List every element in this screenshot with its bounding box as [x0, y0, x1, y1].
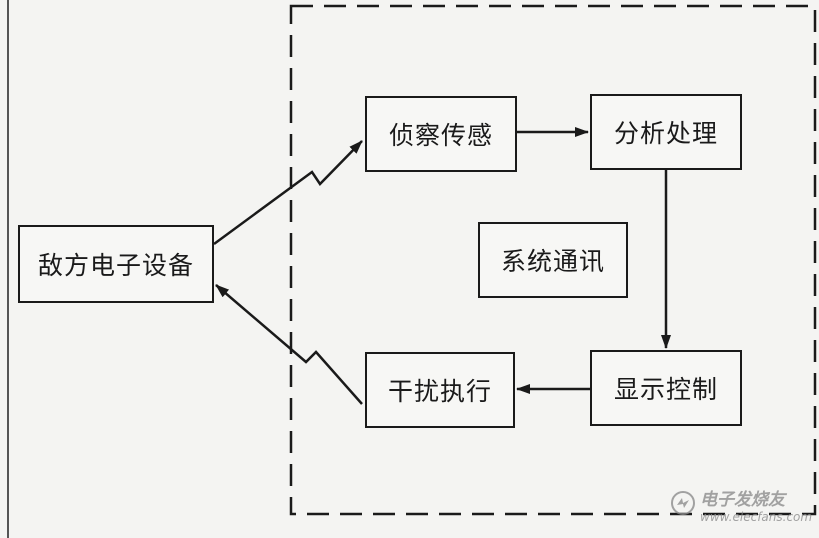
watermark-cn: 电子发烧友 — [700, 490, 785, 510]
watermark-logo-icon — [671, 491, 695, 515]
arrow-enemy-to-recon — [213, 140, 363, 246]
box-jamming-execution: 干扰执行 — [365, 352, 515, 428]
box-enemy-device: 敌方电子设备 — [18, 225, 214, 303]
box-enemy-device-label: 敌方电子设备 — [37, 251, 194, 280]
box-recon-sensing: 侦察传感 — [365, 96, 517, 172]
box-analysis-processing: 分析处理 — [590, 94, 742, 170]
watermark: 电子发烧友 www.elecfans.com — [671, 490, 813, 524]
box-display-control: 显示控制 — [590, 350, 742, 426]
box-analysis-processing-label: 分析处理 — [613, 119, 718, 148]
box-system-comm-label: 系统通讯 — [500, 247, 605, 276]
arrow-jamming-to-enemy — [215, 284, 363, 405]
box-display-control-label: 显示控制 — [613, 375, 718, 404]
box-recon-sensing-label: 侦察传感 — [388, 121, 493, 150]
watermark-en: www.elecfans.com — [700, 510, 813, 524]
box-jamming-execution-label: 干扰执行 — [387, 377, 492, 406]
box-system-comm: 系统通讯 — [478, 222, 628, 298]
system-boundary — [289, 4, 817, 516]
